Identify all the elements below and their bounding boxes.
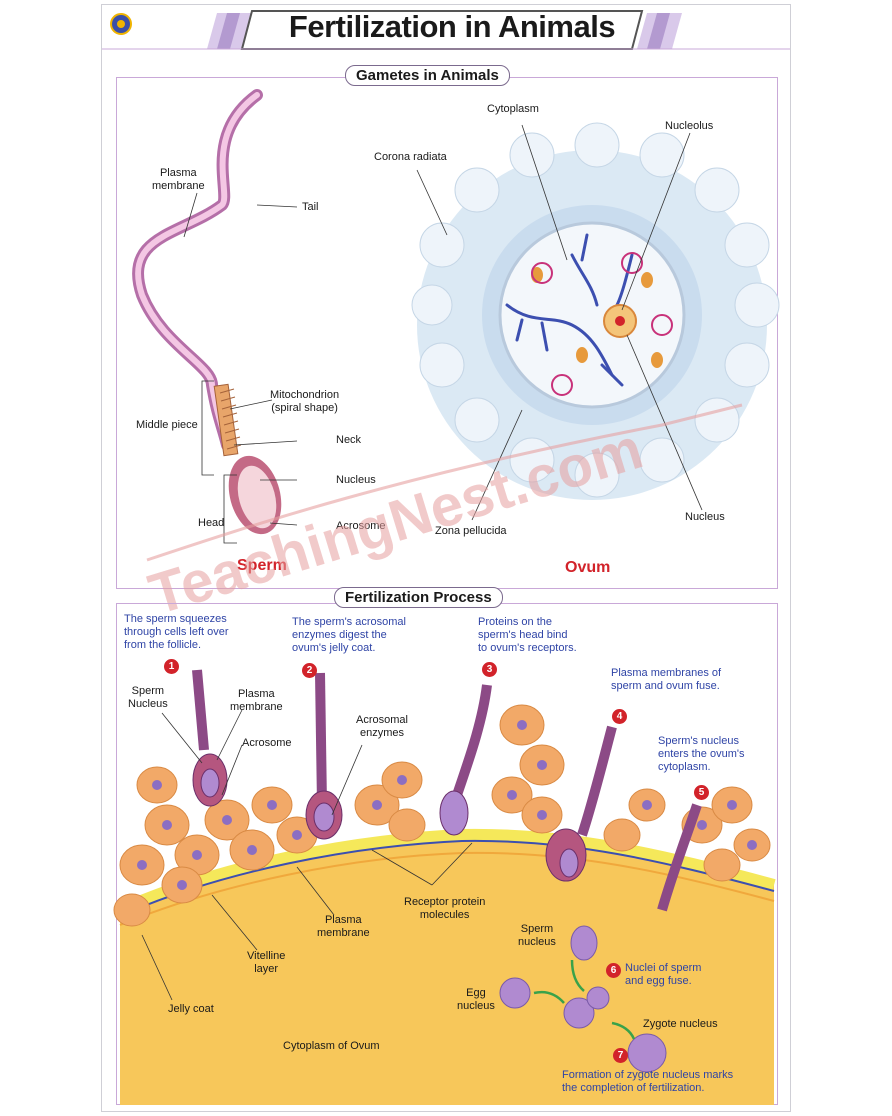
sperm-label-middle-piece: Middle piece <box>136 419 198 431</box>
fertilization-illustration <box>113 669 776 1105</box>
process-label-receptor-protein: Receptor protein molecules <box>404 896 486 921</box>
step-6-badge: 6 <box>606 963 621 978</box>
sperm-label-mitochondrion: Mitochondrion (spiral shape) <box>270 389 340 414</box>
step-3-text: Proteins on the sperm's head bind to ovu… <box>478 616 577 654</box>
process-label-acrosomal-enzymes: Acrosomal enzymes <box>356 714 408 739</box>
step-7-text: Formation of zygote nucleus marks the co… <box>562 1069 734 1094</box>
process-label-acrosome: Acrosome <box>242 737 292 749</box>
step-5-text: Sperm's nucleus enters the ovum's cytopl… <box>658 735 745 773</box>
ovum-label-cytoplasm: Cytoplasm <box>487 103 539 115</box>
process-label-plasma-membrane: Plasma membrane <box>317 914 370 939</box>
poster: Fertilization in Animals Gametes in Anim… <box>101 4 791 1112</box>
sperm-label-head: Head <box>198 517 225 529</box>
step-6-text: Nuclei of sperm and egg fuse. <box>625 962 702 987</box>
publisher-logo-icon <box>110 13 132 35</box>
process-label-cytoplasm-of-ovum: Cytoplasm of Ovum <box>283 1040 380 1052</box>
step-4-badge: 4 <box>612 709 627 724</box>
sperm-caption: Sperm <box>237 557 287 574</box>
process-label-zygote-nucleus: Zygote nucleus <box>643 1018 718 1030</box>
title-bar: Fertilization in Animals <box>102 5 790 51</box>
sperm-label-nucleus: Nucleus <box>336 474 376 486</box>
sperm-label-acrosome: Acrosome <box>336 520 386 532</box>
step-1-text: The sperm squeezes through cells left ov… <box>124 613 229 651</box>
gametes-section-label: Gametes in Animals <box>345 65 510 86</box>
sperm-label-plasma-membrane: Plasma membrane <box>152 167 205 192</box>
process-section-label: Fertilization Process <box>334 587 503 608</box>
sperm-label-neck: Neck <box>336 434 362 446</box>
step-2-text: The sperm's acrosomal enzymes digest the… <box>292 616 406 654</box>
process-label-sperm-nucleus: Sperm Nucleus <box>128 685 168 710</box>
title-frame-graphic <box>102 10 790 50</box>
ovum-label-corona-radiata: Corona radiata <box>374 151 447 163</box>
process-label-vitelline-layer: Vitelline layer <box>247 950 286 975</box>
step-7-badge: 7 <box>613 1048 628 1063</box>
step-4-text: Plasma membranes of sperm and ovum fuse. <box>611 667 722 692</box>
ovum-label-nucleolus: Nucleolus <box>665 120 714 132</box>
step-1-badge: 1 <box>164 659 179 674</box>
process-label-jelly-coat: Jelly coat <box>168 1003 214 1015</box>
ovum-label-nucleus: Nucleus <box>685 511 725 523</box>
ovum-illustration <box>411 122 780 521</box>
step-2-badge: 2 <box>302 663 317 678</box>
process-label-sperm-nucleus-2: Sperm nucleus <box>518 923 556 948</box>
page-title: Fertilization in Animals <box>288 9 616 44</box>
sperm-illustration <box>132 89 298 544</box>
step-3-badge: 3 <box>482 662 497 677</box>
process-label-plasma-membrane-top: Plasma membrane <box>230 688 283 713</box>
sperm-label-tail: Tail <box>302 201 319 213</box>
ovum-label-zona-pellucida: Zona pellucida <box>435 525 507 537</box>
process-label-egg-nucleus: Egg nucleus <box>457 987 495 1012</box>
step-5-badge: 5 <box>694 785 709 800</box>
ovum-caption: Ovum <box>565 559 611 576</box>
